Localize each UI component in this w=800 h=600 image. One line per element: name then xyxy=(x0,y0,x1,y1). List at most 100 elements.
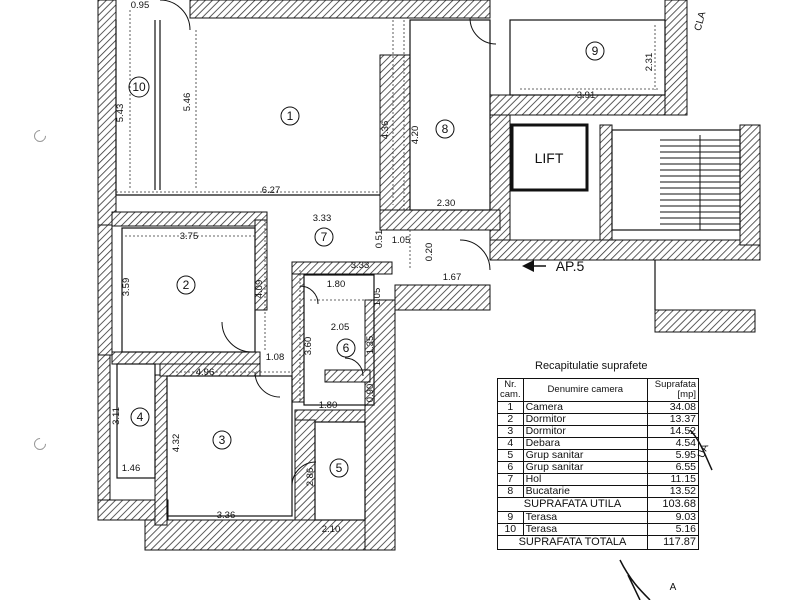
room-outlines xyxy=(115,19,741,521)
dimension-label: 4.09 xyxy=(254,280,265,299)
door-swing-room2 xyxy=(221,321,253,353)
door-swing-room3 xyxy=(254,371,281,398)
room-name-cell: Grup sanitar xyxy=(522,461,649,474)
wall-stair-west xyxy=(599,124,613,241)
room-number-8: 8 xyxy=(442,122,449,136)
dimension-label: 0.20 xyxy=(424,243,435,262)
room-number-6: 6 xyxy=(343,341,350,355)
wall-east-lower xyxy=(364,299,396,551)
edge-note-top: CLA xyxy=(693,10,709,32)
stair-outline xyxy=(611,129,741,231)
edge-note-bottom: A xyxy=(670,582,677,593)
room-area-cell: 13.52 xyxy=(647,485,699,498)
wall-east-block xyxy=(654,309,756,333)
wall-corridor-north xyxy=(489,239,761,261)
dimension-label: 3.75 xyxy=(180,231,199,242)
wall-room2-north xyxy=(111,211,268,227)
room-number-2: 2 xyxy=(183,278,190,292)
dimension-label: 3.33 xyxy=(313,213,332,224)
util-value: 103.68 xyxy=(647,497,699,512)
door-swing-terrace9 xyxy=(469,17,497,45)
wall-west-middle xyxy=(97,224,113,356)
dimension-label: 1.35 xyxy=(365,336,376,355)
room-name-cell: Grup sanitar xyxy=(522,449,649,462)
dimension-label: 6.27 xyxy=(262,185,281,196)
room-name-cell: Bucatarie xyxy=(522,485,649,498)
wall-west-lower xyxy=(97,354,111,516)
wall-west-upper xyxy=(97,0,117,226)
exterior-walls xyxy=(97,0,761,551)
door-swing-room6 xyxy=(299,285,319,305)
door-swing-room6b xyxy=(344,357,364,377)
wall-south-west xyxy=(97,499,169,521)
dimension-label: 1.80 xyxy=(319,400,338,411)
room4-outline xyxy=(116,363,156,479)
wall-north xyxy=(189,0,491,19)
room-name-cell: Hol xyxy=(522,473,649,486)
dimension-label: 3.36 xyxy=(217,510,236,521)
lift-shaft xyxy=(510,123,589,192)
room-area-cell: 34.08 xyxy=(647,401,699,414)
dimension-label: 0.90 xyxy=(365,384,376,403)
dimension-label: 3.33 xyxy=(351,260,370,271)
dimension-label: 1.46 xyxy=(122,463,141,474)
column-header-name: Denumire camera xyxy=(522,378,649,402)
room8-outline xyxy=(409,19,491,211)
dimension-label: 2.10 xyxy=(322,524,341,535)
interior-walls xyxy=(111,54,501,521)
util-row: SUPRAFATA UTILA 103.68 xyxy=(497,497,699,512)
room-name-cell: Terasa xyxy=(522,523,649,536)
dimension-label: 3.60 xyxy=(303,337,314,356)
room-no-cell: 3 xyxy=(497,425,524,438)
dimension-label: 4.96 xyxy=(196,367,215,378)
dimension-label: 0.95 xyxy=(131,0,150,11)
dimension-label: 2.31 xyxy=(644,53,655,72)
doors xyxy=(159,0,497,487)
door-swing-room5 xyxy=(291,461,317,487)
dimension-label: 1.05 xyxy=(392,235,411,246)
room-number-1: 1 xyxy=(287,109,294,123)
total-row: SUPRAFATA TOTALA 117.87 xyxy=(497,535,699,550)
total-label: SUPRAFATA TOTALA xyxy=(497,535,648,550)
room-area-cell: 4.54 xyxy=(647,437,699,450)
column-header-area: Suprafata [mp] xyxy=(647,378,699,402)
room-name-cell: Terasa xyxy=(522,511,649,524)
dimension-label: 2.30 xyxy=(437,198,456,209)
dimension-label: 1.08 xyxy=(266,352,285,363)
room-area-cell: 14.52 xyxy=(647,425,699,438)
dimension-label: 2.05 xyxy=(331,322,350,333)
dimension-label: 4.36 xyxy=(380,121,391,140)
dimension-label: 5.46 xyxy=(182,93,193,112)
room6-outline xyxy=(303,274,375,406)
room-area-cell: 11.15 xyxy=(647,473,699,486)
room-number-7: 7 xyxy=(321,230,328,244)
room-no-cell: 6 xyxy=(497,461,524,474)
room-no-cell: 2 xyxy=(497,413,524,426)
summary-caption: Recapitulatie suprafete xyxy=(535,360,648,372)
room-name-cell: Camera xyxy=(522,401,649,414)
room1-outline xyxy=(115,20,380,196)
dimension-label: 2.86 xyxy=(305,468,316,487)
dimension-label: 1.80 xyxy=(327,279,346,290)
room-no-cell: 5 xyxy=(497,449,524,462)
room-area-cell: 9.03 xyxy=(647,511,699,524)
dimension-label: 5.43 xyxy=(115,104,126,123)
door-swing-entrance xyxy=(459,239,491,271)
room-area-cell: 5.16 xyxy=(647,523,699,536)
room-no-cell: 7 xyxy=(497,473,524,486)
dimension-label: 3.59 xyxy=(121,278,132,297)
room-no-cell: 8 xyxy=(497,485,524,498)
apartment-label: AP.5 xyxy=(556,258,585,274)
room3-outline xyxy=(166,375,293,517)
room-number-9: 9 xyxy=(592,44,599,58)
wall-kitchen-west xyxy=(379,54,411,231)
